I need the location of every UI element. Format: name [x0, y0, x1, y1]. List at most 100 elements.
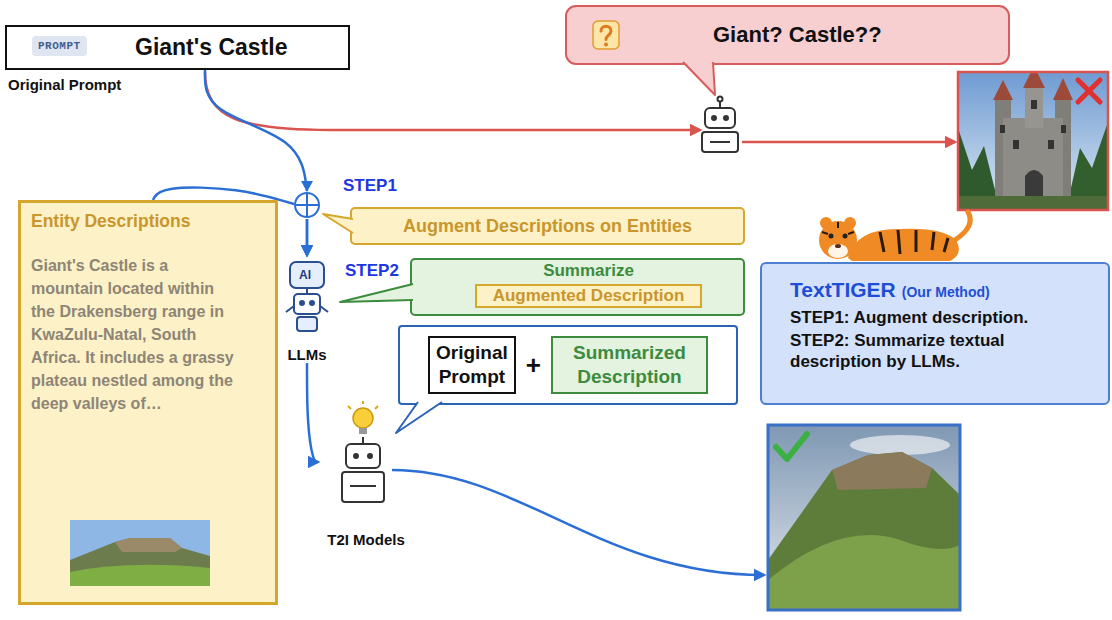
- prompt-badge: PROMPT: [32, 36, 87, 56]
- callout-text: Augment Descriptions on Entities: [403, 216, 692, 237]
- robot-icon: [705, 108, 735, 128]
- t2i-robot-icon: [354, 454, 358, 458]
- bubble-tail: [396, 402, 442, 433]
- bubble-outline: [566, 6, 1009, 64]
- question-icon: [601, 26, 611, 39]
- bubble-tail: [340, 284, 413, 302]
- llm-robot-icon: [297, 317, 317, 331]
- mountain-output-image: [768, 452, 960, 610]
- tiger-illustration: [828, 244, 848, 258]
- bubble-outline: [351, 208, 744, 244]
- tiger-illustration: [848, 229, 959, 261]
- method-scroll: TextTIGER(Our Method)STEP1: Augment desc…: [760, 262, 1110, 405]
- combine-symbol: [295, 193, 319, 217]
- failure-wire: [742, 141, 955, 144]
- bubble-tail: [323, 214, 353, 233]
- prompt-box: Giant's CastleOriginal PromptPROMPT: [5, 25, 350, 70]
- mountain-photo: [70, 538, 210, 586]
- t2i-robot-icon: [342, 472, 384, 502]
- llm-robot-icon: [294, 294, 320, 314]
- castle-image: [1025, 88, 1043, 128]
- tiger-illustration: [822, 222, 854, 234]
- wrong-mark: [1078, 80, 1100, 102]
- robot-icon: [710, 141, 730, 143]
- castle-image: [1053, 78, 1073, 100]
- castle-image: [958, 196, 1108, 210]
- llm-robot-icon: [300, 301, 304, 305]
- tiger-illustration: [819, 212, 970, 261]
- t2i-robot-icon: [359, 428, 367, 434]
- input-callout: + Original Prompt Summarized Description: [398, 325, 738, 405]
- mountain-photo: [70, 520, 210, 586]
- description-tag: Augmented Description: [475, 284, 703, 308]
- prompt-caption: Original Prompt: [8, 76, 121, 93]
- mountain-output-image: [850, 435, 950, 455]
- mountain-output-image: [768, 425, 960, 610]
- question-icon: [604, 43, 608, 47]
- tag-text: Augmented Description: [493, 286, 685, 306]
- failure-wire: [205, 72, 700, 130]
- robot-icon: [712, 116, 716, 120]
- step-callout: Augment Descriptions on Entities: [350, 207, 745, 245]
- method-title: TextTIGER: [790, 278, 896, 301]
- step-callout: SummarizeAugmented Description: [410, 258, 745, 316]
- castle-image: [1003, 118, 1063, 200]
- tiger-illustration: [880, 230, 948, 254]
- flow-arrow: [307, 363, 318, 462]
- llm-robot-icon: [320, 306, 328, 312]
- question-icon: [592, 20, 620, 50]
- method-step: STEP2: Summarize textual description by …: [790, 330, 1096, 373]
- output-wire: [392, 470, 764, 575]
- tiger-illustration: [843, 234, 848, 239]
- mountain-output-image: [768, 425, 960, 610]
- castle-image: [1013, 140, 1019, 149]
- tiger-illustration: [819, 221, 857, 259]
- speech-bubble: Giant? Castle??: [565, 5, 1010, 65]
- combine-symbol: [306, 193, 308, 217]
- t2i-robot-icon: [375, 406, 378, 409]
- robot-icon: [702, 97, 738, 153]
- tiger-illustration: [955, 212, 970, 240]
- robot-label: LLMs: [287, 346, 326, 363]
- castle-image: [1061, 125, 1066, 133]
- castle-image: [1000, 125, 1005, 133]
- step-label: STEP2: [345, 261, 399, 281]
- castle-image: [958, 72, 1108, 210]
- bubble-tail: [323, 214, 353, 233]
- tiger-illustration: [829, 234, 834, 239]
- t2i-robot-icon: [348, 406, 351, 409]
- wrong-mark: [1078, 80, 1100, 102]
- robot-icon: [724, 116, 728, 120]
- entity-description-box: Entity DescriptionsGiant's Castle is a m…: [18, 200, 278, 605]
- mountain-output-image: [768, 535, 960, 610]
- llm-robot-icon: [286, 262, 328, 331]
- t2i-robot-icon: [362, 437, 364, 444]
- castle-image: [958, 72, 1108, 210]
- t2i-robot-icon: [353, 408, 373, 428]
- robot-icon: [718, 97, 723, 102]
- tag-text: Original Prompt: [436, 341, 508, 389]
- castle-image: [1023, 72, 1045, 88]
- bubble-outline: [411, 259, 744, 315]
- castle-image: [993, 80, 1013, 100]
- mountain-output-frame: [768, 425, 960, 610]
- plus-sign: +: [526, 350, 541, 381]
- bubble-tail: [683, 62, 715, 95]
- robot-label: T2I Models: [327, 531, 405, 548]
- t2i-robot-icon: [368, 454, 372, 458]
- llm-robot-icon: [290, 262, 324, 288]
- t2i-robot-icon: [346, 444, 380, 468]
- tiger-illustration: [835, 244, 841, 248]
- robot-icon: [702, 132, 738, 152]
- mountain-photo: [70, 565, 210, 586]
- bubble-tail: [396, 402, 442, 433]
- t2i-robot-icon: [342, 401, 384, 502]
- prompt-text: Giant's Castle: [135, 34, 287, 61]
- bubble-tail: [340, 284, 413, 302]
- step-label: STEP1: [343, 176, 397, 196]
- castle-image: [1031, 100, 1037, 109]
- tag-text: Summarized Description: [573, 341, 686, 389]
- bubble-text: Giant? Castle??: [713, 22, 882, 48]
- t2i-robot-icon: [362, 401, 364, 404]
